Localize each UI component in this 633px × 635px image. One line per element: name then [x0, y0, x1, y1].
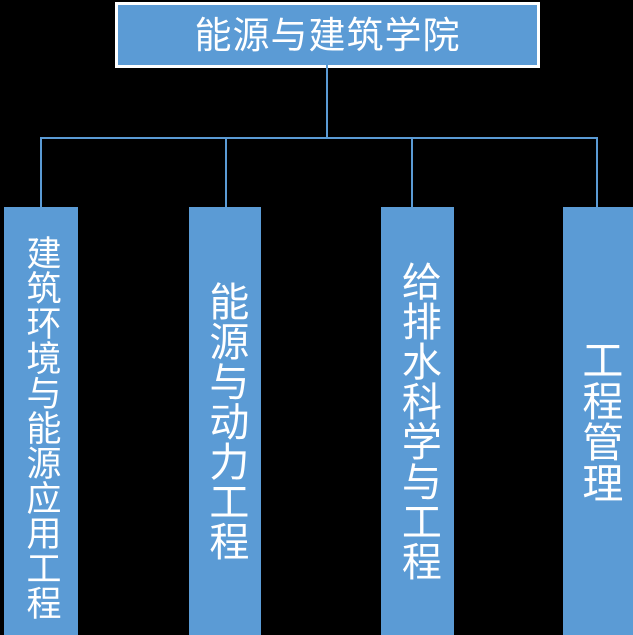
connector-drop-3	[411, 137, 413, 208]
child-node-1[interactable]: 建筑环境与能源应用工程	[4, 207, 78, 635]
child-node-3[interactable]: 给排水科学与工程	[381, 207, 454, 635]
child-node-2-label: 能源与动力工程	[203, 281, 248, 561]
connector-trunk	[326, 65, 328, 139]
root-node-school[interactable]: 能源与建筑学院	[115, 2, 540, 68]
child-node-3-label: 给排水科学与工程	[395, 261, 440, 581]
connector-drop-2	[225, 137, 227, 208]
child-node-2[interactable]: 能源与动力工程	[189, 207, 261, 635]
connector-horizontal-bus	[40, 137, 598, 139]
child-node-1-label: 建筑环境与能源应用工程	[21, 235, 61, 620]
root-node-label: 能源与建筑学院	[194, 14, 461, 56]
connector-drop-1	[40, 137, 42, 208]
connector-drop-4	[596, 137, 598, 208]
child-node-4-label: 工程管理	[575, 339, 622, 503]
child-node-4[interactable]: 工程管理	[563, 207, 633, 635]
